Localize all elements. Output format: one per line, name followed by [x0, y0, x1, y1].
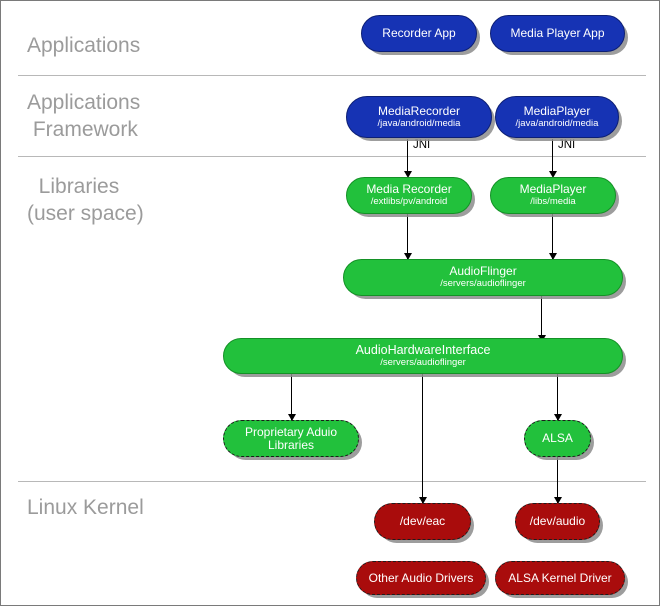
node-mediarecorder-framework[interactable]: MediaRecorder /java/android/media [346, 96, 492, 138]
arrowhead-alsa-to-dev-audio [554, 497, 562, 504]
node-subtitle: /libs/media [530, 196, 576, 208]
node-title: Media Player App [510, 26, 605, 41]
node-title: /dev/eac [399, 514, 446, 529]
layer-label-libraries: Libraries (user space) [27, 175, 144, 225]
connector-ahi-to-dev-eac [422, 373, 424, 503]
arrowhead-mediaplayer-jni [549, 171, 557, 178]
node-dev-eac[interactable]: /dev/eac [374, 503, 471, 540]
edge-label-jni-player: JNI [558, 139, 576, 151]
arrowhead-mediaplayer-to-audioflinger [549, 253, 557, 260]
node-title: MediaPlayer [519, 182, 587, 197]
connector-mediaplayer-to-audioflinger [552, 213, 554, 259]
node-recorder-app[interactable]: Recorder App [361, 15, 477, 52]
node-subtitle: /servers/audioflinger [440, 278, 526, 290]
node-title: /dev/audio [529, 514, 586, 529]
node-media-recorder-lib[interactable]: Media Recorder /extlibs/pv/android [346, 177, 472, 214]
node-alsa-kernel-driver[interactable]: ALSA Kernel Driver [495, 561, 625, 595]
divider-libraries [18, 481, 646, 482]
node-title: Recorder App [382, 26, 456, 41]
node-title: AudioHardwareInterface [355, 342, 491, 357]
arrowhead-ahi-to-dev-eac [419, 497, 427, 504]
connector-audioflinger-to-audiohardwareinterface [541, 296, 543, 342]
node-other-audio-drivers[interactable]: Other Audio Drivers [356, 561, 486, 595]
node-title: MediaPlayer [523, 103, 591, 118]
connector-ahi-to-alsa [557, 373, 559, 421]
connector-ahi-to-proprietary [291, 373, 293, 421]
node-title: Other Audio Drivers [368, 570, 474, 585]
node-title-line2: Libraries [267, 437, 315, 452]
arrowhead-mediarecorder-jni [404, 171, 412, 178]
node-mediaplayer-lib[interactable]: MediaPlayer /libs/media [490, 177, 616, 214]
node-subtitle: /servers/audioflinger [380, 357, 466, 369]
node-title: Proprietary Aduio [244, 424, 338, 439]
node-title: AudioFlinger [449, 264, 517, 279]
node-subtitle: /java/android/media [377, 117, 461, 129]
divider-applications [18, 75, 646, 76]
layer-label-applications: Applications [27, 34, 141, 57]
node-audiohardwareinterface[interactable]: AudioHardwareInterface /servers/audiofli… [223, 338, 623, 374]
connector-mediarecorder-to-audioflinger [407, 213, 409, 259]
node-subtitle: /java/android/media [515, 117, 599, 129]
connector-mediaplayer-jni [552, 139, 554, 175]
node-alsa[interactable]: ALSA [524, 420, 591, 457]
node-proprietary-audio-libraries[interactable]: Proprietary Aduio Libraries [223, 420, 359, 457]
divider-applications-framework [18, 156, 646, 157]
node-subtitle: /extlibs/pv/android [370, 196, 448, 208]
node-title: Media Recorder [366, 182, 452, 197]
node-audioflinger[interactable]: AudioFlinger /servers/audioflinger [343, 259, 623, 296]
connector-mediarecorder-jni [407, 139, 409, 175]
node-dev-audio[interactable]: /dev/audio [515, 503, 600, 540]
node-title: MediaRecorder [377, 103, 461, 118]
layer-label-applications-framework: Applications Framework [27, 91, 141, 141]
layer-label-linux-kernel: Linux Kernel [27, 496, 144, 519]
arrowhead-ahi-to-alsa [554, 414, 562, 421]
node-media-player-app[interactable]: Media Player App [490, 15, 625, 52]
node-title: ALSA Kernel Driver [508, 570, 612, 585]
node-title: ALSA [542, 431, 573, 446]
edge-label-jni-recorder: JNI [413, 139, 431, 151]
arrowhead-ahi-to-proprietary [288, 414, 296, 421]
node-mediaplayer-framework[interactable]: MediaPlayer /java/android/media [495, 96, 619, 138]
connector-alsa-to-dev-audio [557, 456, 559, 503]
arrowhead-mediarecorder-to-audioflinger [404, 253, 412, 260]
